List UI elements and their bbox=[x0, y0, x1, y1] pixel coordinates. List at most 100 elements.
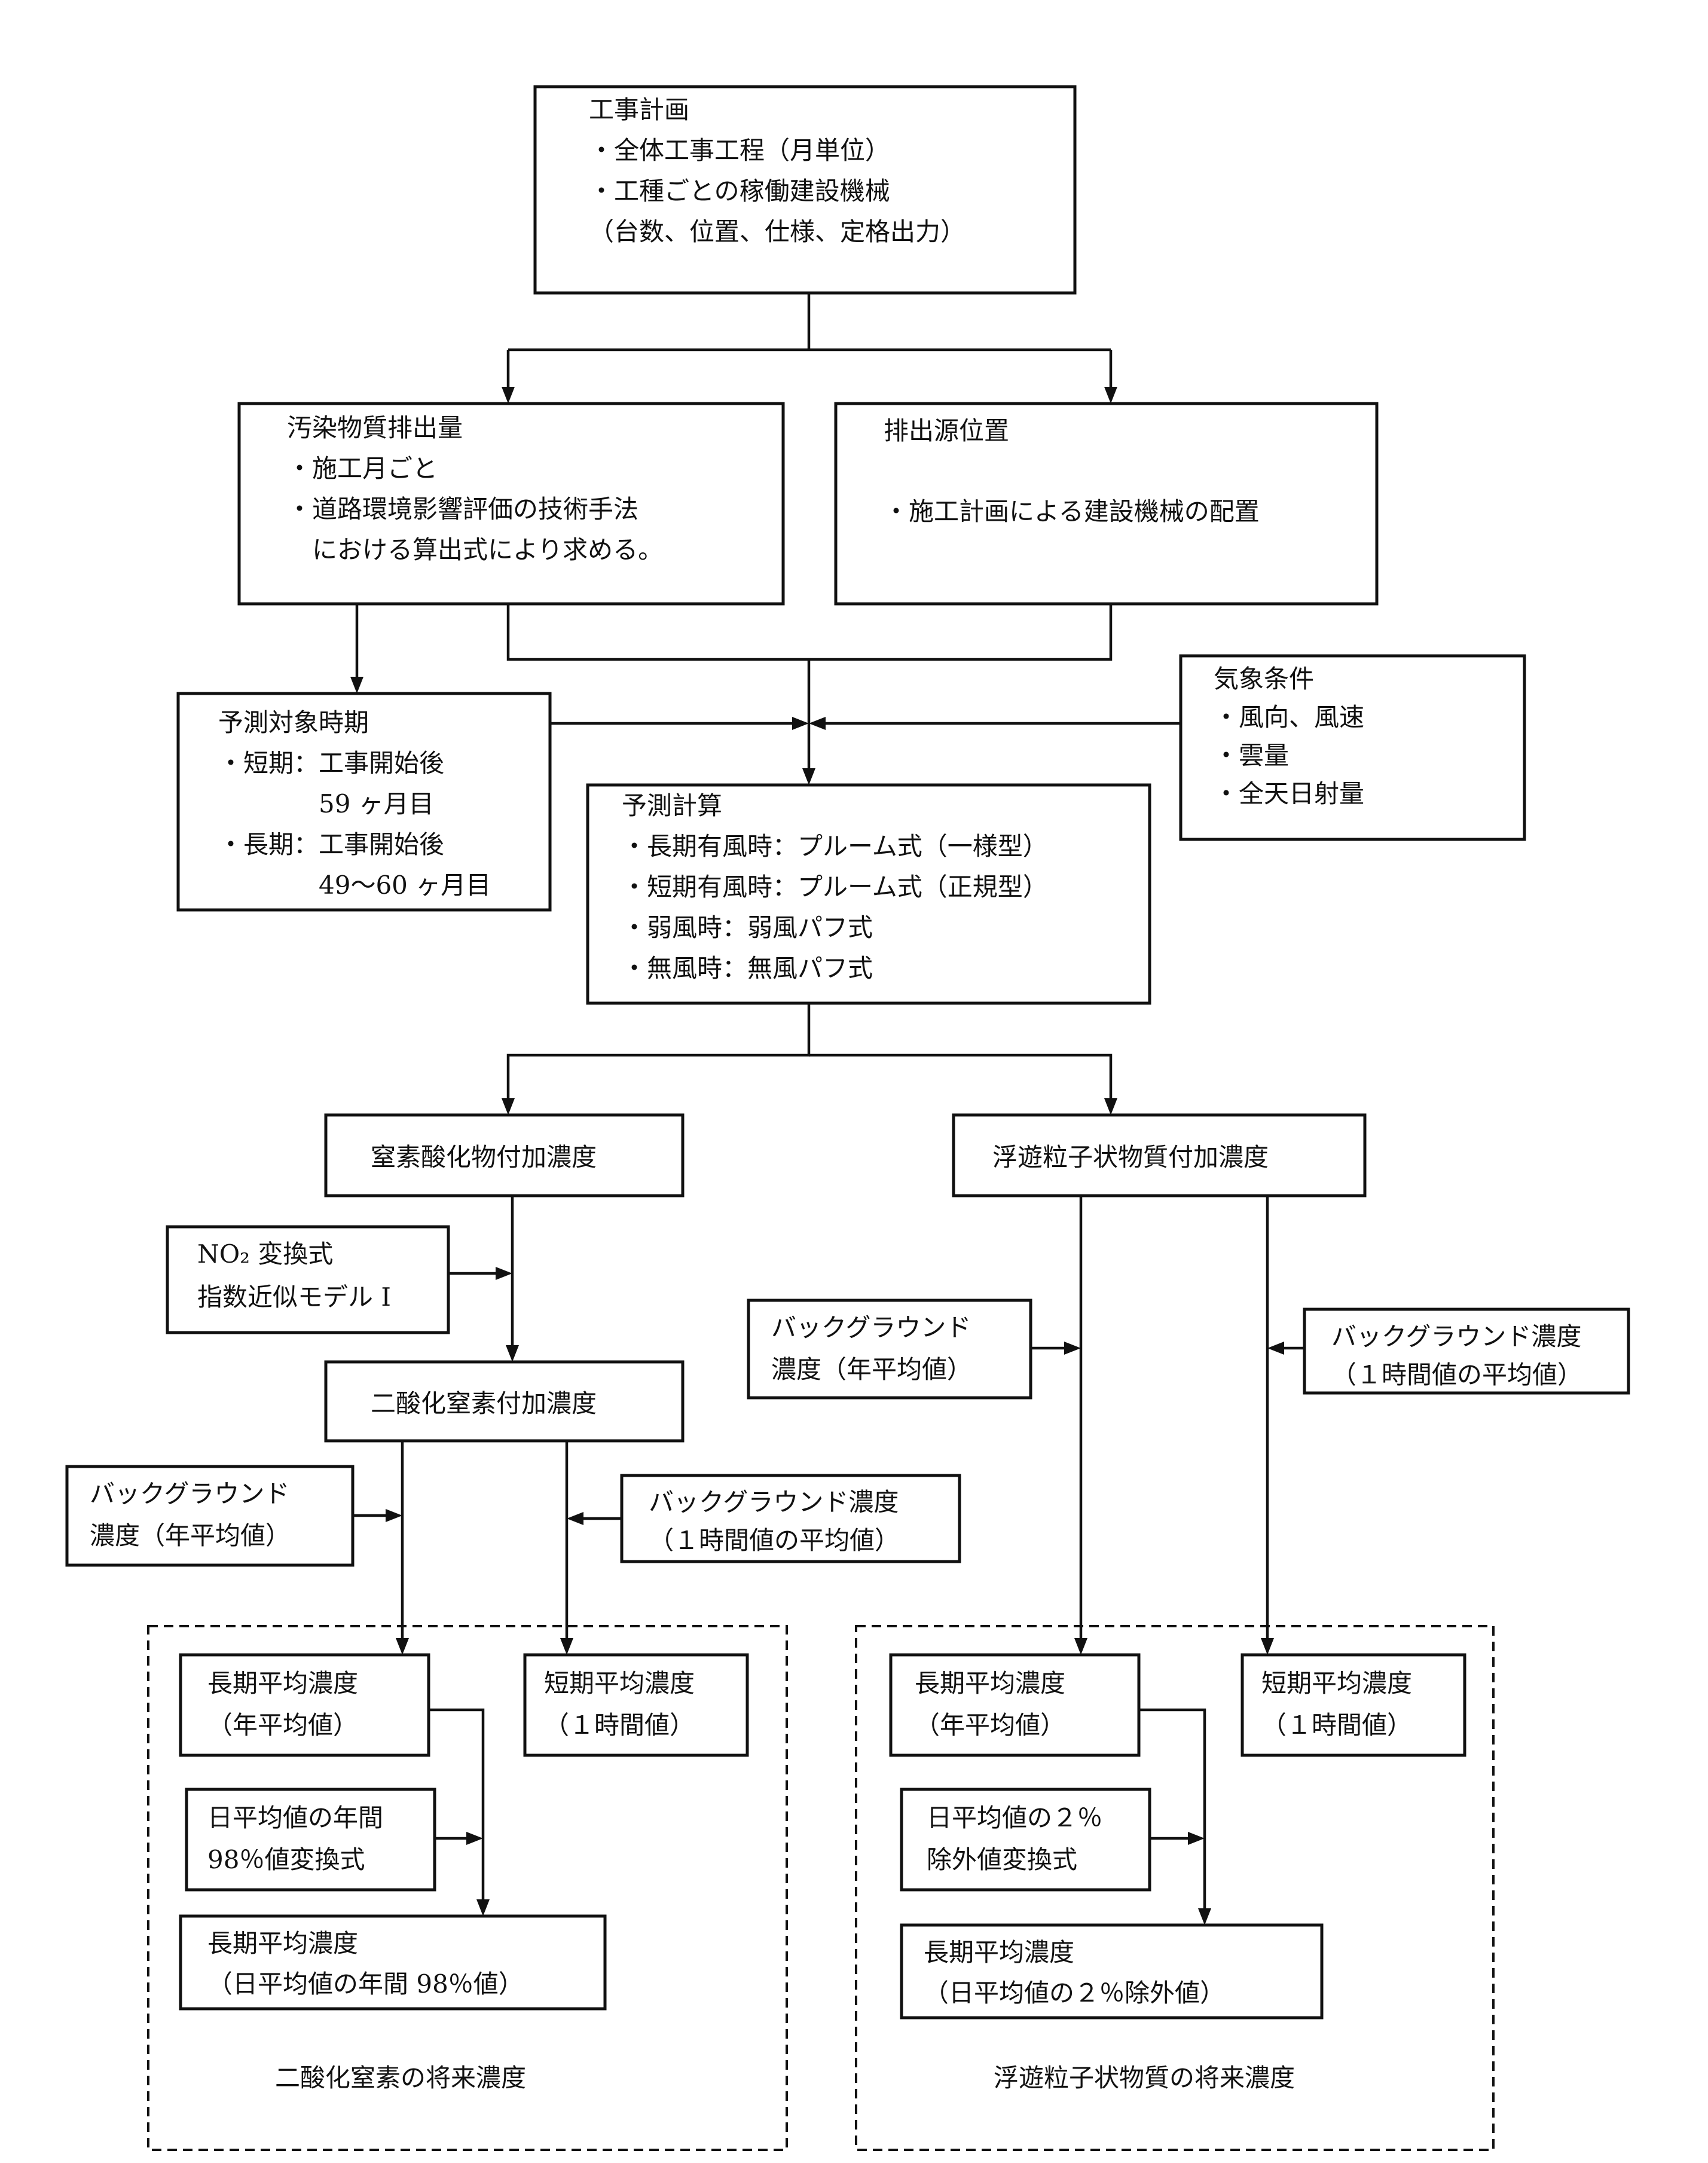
node-text-no2-98-conversion-1: 日平均値の年間 bbox=[207, 1803, 383, 1832]
arrow-calc-to-nox bbox=[506, 1003, 811, 1098]
node-bg-annual-spm: バックグラウンド濃度（年平均値） bbox=[747, 1299, 1032, 1400]
node-text-calculation-2: ・長期有風時：プルーム式（一様型） bbox=[622, 832, 1048, 861]
node-text-bg-annual-no2-1: バックグラウンド bbox=[90, 1479, 289, 1508]
node-text-spm-long-2pct-2: （日平均値の２％除外値） bbox=[924, 1978, 1225, 2008]
node-text-spm-2pct-conversion-1: 日平均値の２％ bbox=[927, 1803, 1102, 1832]
node-text-spm-long-2pct-1: 長期平均濃度 bbox=[924, 1938, 1074, 1967]
node-text-pollutant-emission-3: ・道路環境影響評価の技術手法 bbox=[287, 494, 638, 524]
arrow-calc-to-spm-head bbox=[1104, 1098, 1117, 1115]
node-text-spm-long-avg-1: 長期平均濃度 bbox=[915, 1669, 1065, 1698]
node-text-no2-long-avg-1: 長期平均濃度 bbox=[207, 1669, 358, 1698]
arrow-no2-long-to-98 bbox=[429, 1708, 485, 1899]
node-box-spm-2pct-conversion bbox=[900, 1788, 1151, 1892]
node-box-calculation bbox=[586, 783, 1151, 1005]
node-box-spm-long-avg bbox=[889, 1653, 1141, 1757]
node-box-bg-annual-no2 bbox=[65, 1465, 355, 1567]
node-box-no2-conversion bbox=[166, 1225, 450, 1334]
node-text-pollutant-emission-1: 汚染物質排出量 bbox=[287, 413, 463, 442]
node-text-pollutant-emission-2: ・施工月ごと bbox=[287, 454, 438, 483]
node-text-no2-conversion-1: NO₂ 変換式 bbox=[197, 1239, 333, 1269]
node-spm-2pct-conversion: 日平均値の２％ 除外値変換式 bbox=[900, 1788, 1151, 1892]
node-box-no2-98-conversion bbox=[185, 1788, 436, 1892]
arrow-bg-annual-no2-head bbox=[386, 1509, 402, 1522]
node-box-spm-long-2pct bbox=[900, 1923, 1324, 2020]
arrow-bg-annual-spm-head bbox=[1064, 1342, 1081, 1355]
node-text-spm-long-avg-2: （年平均値） bbox=[915, 1710, 1065, 1740]
arrow-conversion-to-nox-line-head bbox=[496, 1267, 512, 1280]
node-text-no2-short-avg-1: 短期平均濃度 bbox=[544, 1669, 695, 1698]
arrow-bg-hourly-no2-head bbox=[567, 1512, 583, 1525]
node-text-weather-1: 気象条件 bbox=[1214, 664, 1314, 693]
node-text-calculation-3: ・短期有風時：プルーム式（正規型） bbox=[622, 872, 1048, 902]
node-box-construction-plan bbox=[533, 85, 1077, 295]
node-text-weather-4: ・全天日射量 bbox=[1214, 779, 1364, 808]
node-text-pollutant-emission-4: における算出式により求める。 bbox=[287, 535, 663, 564]
node-box-bg-hourly-no2 bbox=[620, 1474, 961, 1563]
node-text-weather-2: ・風向、風速 bbox=[1214, 702, 1364, 732]
node-box-no2-long-avg bbox=[179, 1653, 430, 1757]
arrow-period-to-calculation-head bbox=[792, 717, 809, 730]
node-calculation: 予測計算・長期有風時：プルーム式（一様型）・短期有風時：プルーム式（正規型）・弱… bbox=[586, 783, 1151, 1005]
node-text-construction-plan-4: （台数、位置、仕様、定格出力） bbox=[589, 217, 965, 246]
arrow-calc-to-nox-head bbox=[502, 1098, 515, 1115]
node-box-weather bbox=[1179, 654, 1526, 841]
arrow-no2-long-to-98-head bbox=[476, 1899, 490, 1916]
node-text-prediction-period-2: ・短期：工事開始後 bbox=[218, 749, 444, 778]
node-nox-added: 窒素酸化物付加濃度 bbox=[324, 1113, 685, 1197]
node-weather: 気象条件・風向、風速・雲量・全天日射量 bbox=[1179, 654, 1526, 841]
node-text-no2-conversion-2: 指数近似モデル I bbox=[197, 1282, 391, 1312]
node-text-no2-long-avg-2: （年平均値） bbox=[207, 1710, 358, 1740]
node-text-spm-short-avg-1: 短期平均濃度 bbox=[1261, 1669, 1412, 1698]
group-label-no2-future: 二酸化窒素の将来濃度 bbox=[275, 2063, 526, 2092]
node-box-nox-added bbox=[324, 1113, 685, 1197]
arrow-nox-to-no2-head bbox=[506, 1345, 519, 1362]
node-text-no2-long-98-2: （日平均値の年間 98％値） bbox=[207, 1969, 524, 1999]
node-text-bg-hourly-no2-1: バックグラウンド濃度 bbox=[649, 1487, 899, 1517]
node-box-no2-long-98 bbox=[179, 1914, 607, 2011]
node-text-spm-2pct-conversion-2: 除外値変換式 bbox=[927, 1845, 1077, 1874]
node-box-bg-hourly-spm bbox=[1303, 1307, 1630, 1395]
node-box-no2-short-avg bbox=[523, 1653, 749, 1757]
node-box-prediction-period bbox=[176, 692, 552, 912]
node-spm-long-2pct: 長期平均濃度 （日平均値の２％除外値） bbox=[900, 1923, 1324, 2020]
arrow-2pct-conversion-to-line-head bbox=[1188, 1832, 1205, 1845]
node-no2-long-avg: 長期平均濃度 （年平均値） bbox=[179, 1653, 430, 1757]
node-text-spm-added-1: 浮遊粒子状物質付加濃度 bbox=[992, 1142, 1269, 1172]
node-spm-added: 浮遊粒子状物質付加濃度 bbox=[952, 1113, 1367, 1197]
node-text-prediction-period-3: 59 ヶ月目 bbox=[218, 789, 434, 818]
node-text-construction-plan-1: 工事計画 bbox=[589, 95, 689, 124]
node-text-no2-long-98-1: 長期平均濃度 bbox=[207, 1929, 358, 1958]
arrow-emission-to-period-head bbox=[350, 677, 363, 693]
arrow-spm-long-to-2pct bbox=[1139, 1708, 1206, 1908]
node-spm-short-avg: 短期平均濃度 （１時間値） bbox=[1240, 1653, 1466, 1757]
node-no2-98-conversion: 日平均値の年間 98％値変換式 bbox=[185, 1788, 436, 1892]
arrow-bg-hourly-spm-head bbox=[1267, 1342, 1284, 1355]
node-text-source-location-2: ・施工計画による建設機械の配置 bbox=[884, 497, 1260, 526]
group-frame-spm-future bbox=[855, 1625, 1495, 2151]
node-prediction-period: 予測対象時期・短期：工事開始後 59 ヶ月目・長期：工事開始後 49〜60 ヶ月… bbox=[176, 692, 552, 912]
node-box-spm-short-avg bbox=[1240, 1653, 1466, 1757]
arrow-no2-to-long-group-head bbox=[396, 1638, 409, 1655]
node-text-calculation-1: 予測計算 bbox=[622, 791, 722, 820]
arrow-calc-to-spm bbox=[809, 1053, 1113, 1098]
node-text-bg-annual-no2-2: 濃度（年平均値） bbox=[90, 1521, 291, 1550]
node-text-bg-hourly-no2-2: （１時間値の平均値） bbox=[649, 1526, 900, 1555]
node-text-nox-added-1: 窒素酸化物付加濃度 bbox=[371, 1142, 597, 1172]
node-bg-annual-no2: バックグラウンド濃度（年平均値） bbox=[65, 1465, 355, 1567]
node-pollutant-emission: 汚染物質排出量・施工月ごと・道路環境影響評価の技術手法 における算出式により求め… bbox=[237, 402, 785, 606]
node-text-bg-annual-spm-1: バックグラウンド bbox=[771, 1313, 971, 1342]
arrow-merge-to-calculation-head bbox=[802, 768, 815, 785]
node-text-construction-plan-3: ・工種ごとの稼働建設機械 bbox=[589, 176, 890, 206]
node-text-no2-short-avg-2: （１時間値） bbox=[544, 1710, 695, 1740]
node-text-spm-short-avg-2: （１時間値） bbox=[1261, 1710, 1412, 1740]
node-text-calculation-5: ・無風時：無風パフ式 bbox=[622, 954, 873, 983]
node-text-weather-3: ・雲量 bbox=[1214, 741, 1289, 770]
group-label-spm-future: 浮遊粒子状物質の将来濃度 bbox=[994, 2063, 1295, 2092]
arrow-spm-to-long-group-head bbox=[1074, 1638, 1087, 1655]
node-box-source-location bbox=[834, 402, 1379, 606]
node-text-no2-98-conversion-2: 98％値変換式 bbox=[207, 1845, 365, 1874]
node-box-bg-annual-spm bbox=[747, 1299, 1032, 1400]
node-box-pollutant-emission bbox=[237, 402, 785, 606]
